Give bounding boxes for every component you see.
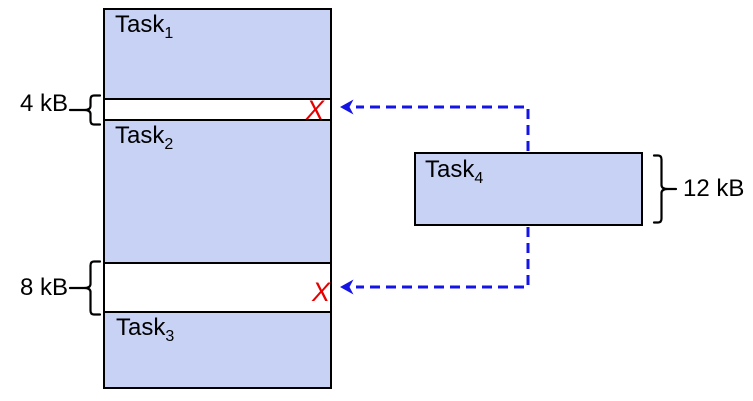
x-mark-gap2-icon: X xyxy=(311,277,331,307)
task3-label-sub: 3 xyxy=(165,328,175,345)
task3-label-base: Task xyxy=(116,314,166,341)
task4-label-base: Task xyxy=(425,156,475,183)
task3-label: Task3 xyxy=(116,314,174,345)
arrow-to-gap1-head-icon xyxy=(340,99,354,115)
task1-label-base: Task xyxy=(115,11,165,38)
task1-block xyxy=(103,8,332,100)
task2-label-base: Task xyxy=(115,122,165,149)
arrow-to-gap2-head-icon xyxy=(340,279,354,295)
arrow-to-gap1-line xyxy=(356,105,530,151)
task1-label: Task1 xyxy=(115,11,173,42)
arrow-to-gap2-line xyxy=(356,227,530,289)
task4-label-sub: 4 xyxy=(474,170,484,187)
task2-block xyxy=(103,119,332,264)
task2-label-sub: 2 xyxy=(164,136,174,153)
task4-size-label: 12 kB xyxy=(683,175,745,202)
task4-label: Task4 xyxy=(425,156,483,187)
task1-label-sub: 1 xyxy=(164,25,174,42)
task3-block xyxy=(103,311,332,389)
task4-size-brace xyxy=(652,154,678,224)
task2-label: Task2 xyxy=(115,122,173,153)
gap2-brace xyxy=(68,260,102,316)
gap2-size-label: 8 kB xyxy=(20,274,69,301)
gap1-size-label: 4 kB xyxy=(20,90,69,117)
task4-block xyxy=(414,152,643,226)
gap1-brace xyxy=(68,94,102,126)
x-mark-gap1-icon: X xyxy=(305,95,325,125)
